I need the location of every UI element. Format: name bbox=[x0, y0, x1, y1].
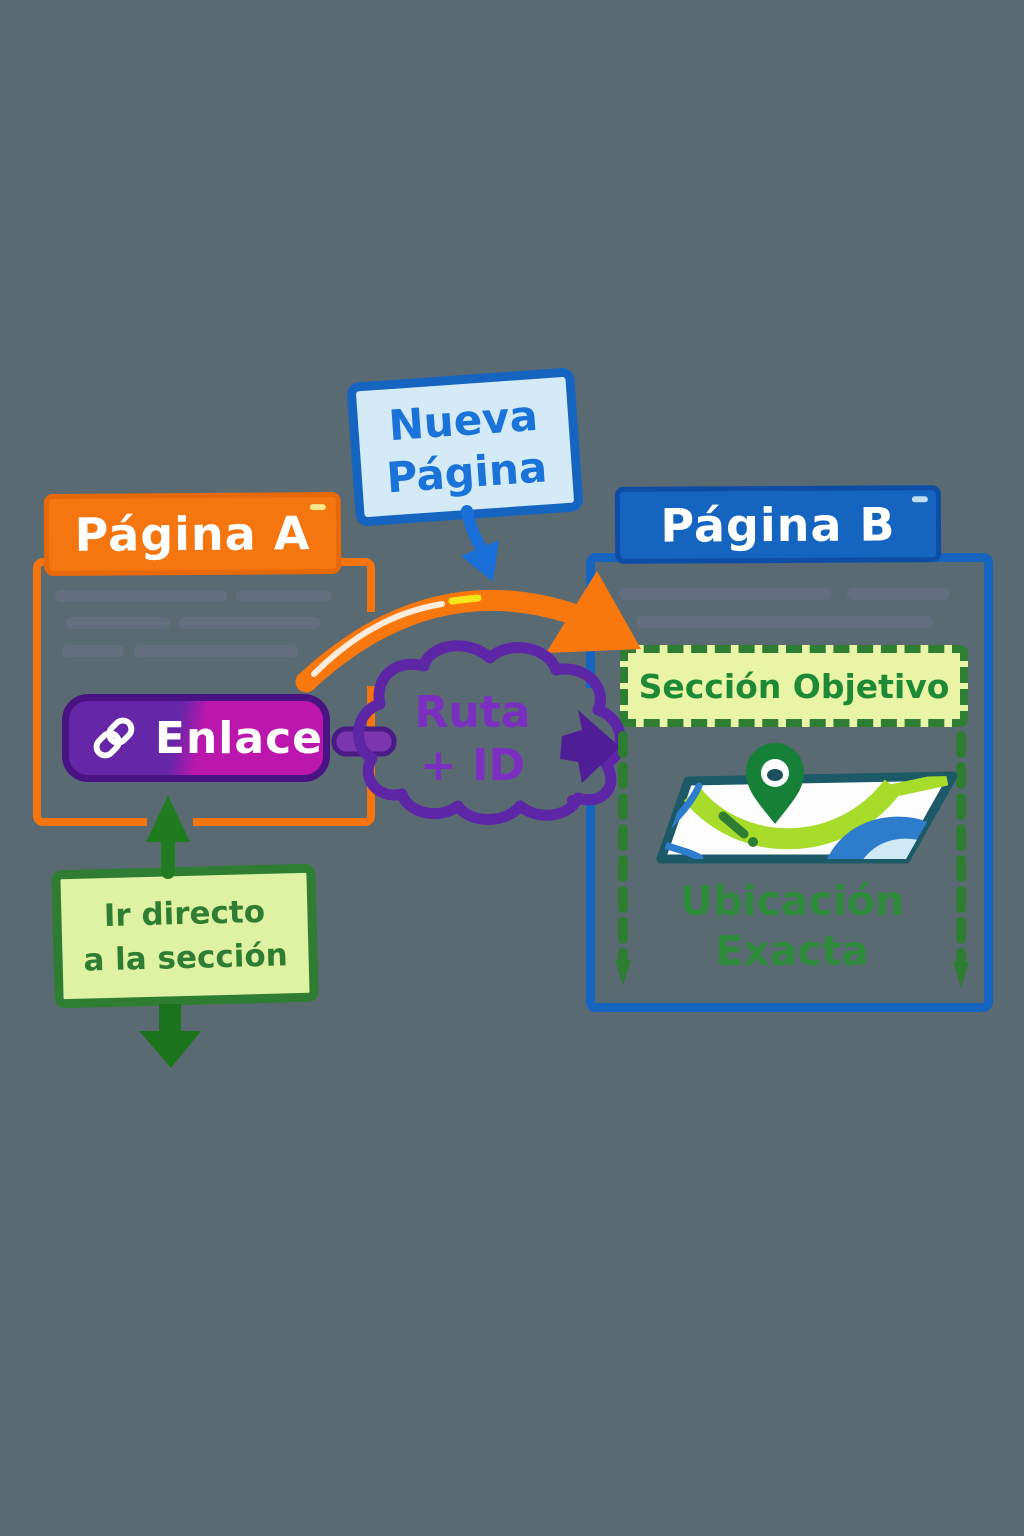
text-line bbox=[619, 588, 832, 600]
highlight-glint bbox=[309, 504, 326, 511]
new-page-note: Nueva Página bbox=[346, 367, 584, 527]
border-gap-a-right bbox=[360, 612, 380, 686]
blue-pointer-arrow bbox=[461, 505, 499, 582]
page-a-header: Página A bbox=[43, 491, 342, 577]
text-line bbox=[62, 645, 124, 657]
text-line bbox=[55, 590, 227, 602]
link-icon bbox=[93, 717, 135, 759]
text-line bbox=[847, 588, 950, 600]
text-line bbox=[636, 616, 933, 628]
page-a-title: Página A bbox=[74, 506, 311, 562]
text-line bbox=[66, 617, 170, 629]
location-caption: Ubicación Exacta bbox=[620, 876, 964, 976]
green-down-arrow bbox=[139, 1004, 201, 1068]
page-b-title: Página B bbox=[660, 496, 896, 553]
route-cloud-text: Ruta + ID bbox=[390, 686, 555, 792]
text-line bbox=[179, 617, 321, 629]
page-b-header: Página B bbox=[614, 485, 942, 564]
new-page-note-line2: Página bbox=[384, 442, 549, 503]
text-line bbox=[236, 590, 332, 602]
route-cloud-line1: Ruta bbox=[414, 687, 531, 738]
route-cloud-line2: + ID bbox=[419, 740, 526, 791]
link-button: Enlace bbox=[62, 694, 330, 782]
location-caption-line2: Exacta bbox=[715, 927, 869, 975]
text-line bbox=[134, 645, 298, 657]
location-caption-line1: Ubicación bbox=[679, 877, 905, 925]
direct-note: Ir directo a la sección bbox=[51, 863, 319, 1009]
border-gap-b-left bbox=[584, 688, 602, 794]
link-button-label: Enlace bbox=[154, 712, 323, 764]
target-section-label: Sección Objetivo bbox=[638, 666, 950, 706]
highlight-glint bbox=[911, 496, 928, 503]
direct-note-line1: Ir directo bbox=[103, 893, 266, 935]
border-gap-a-bottom bbox=[147, 810, 193, 832]
direct-note-line2: a la sección bbox=[82, 937, 289, 979]
target-section-box: Sección Objetivo bbox=[620, 645, 968, 727]
